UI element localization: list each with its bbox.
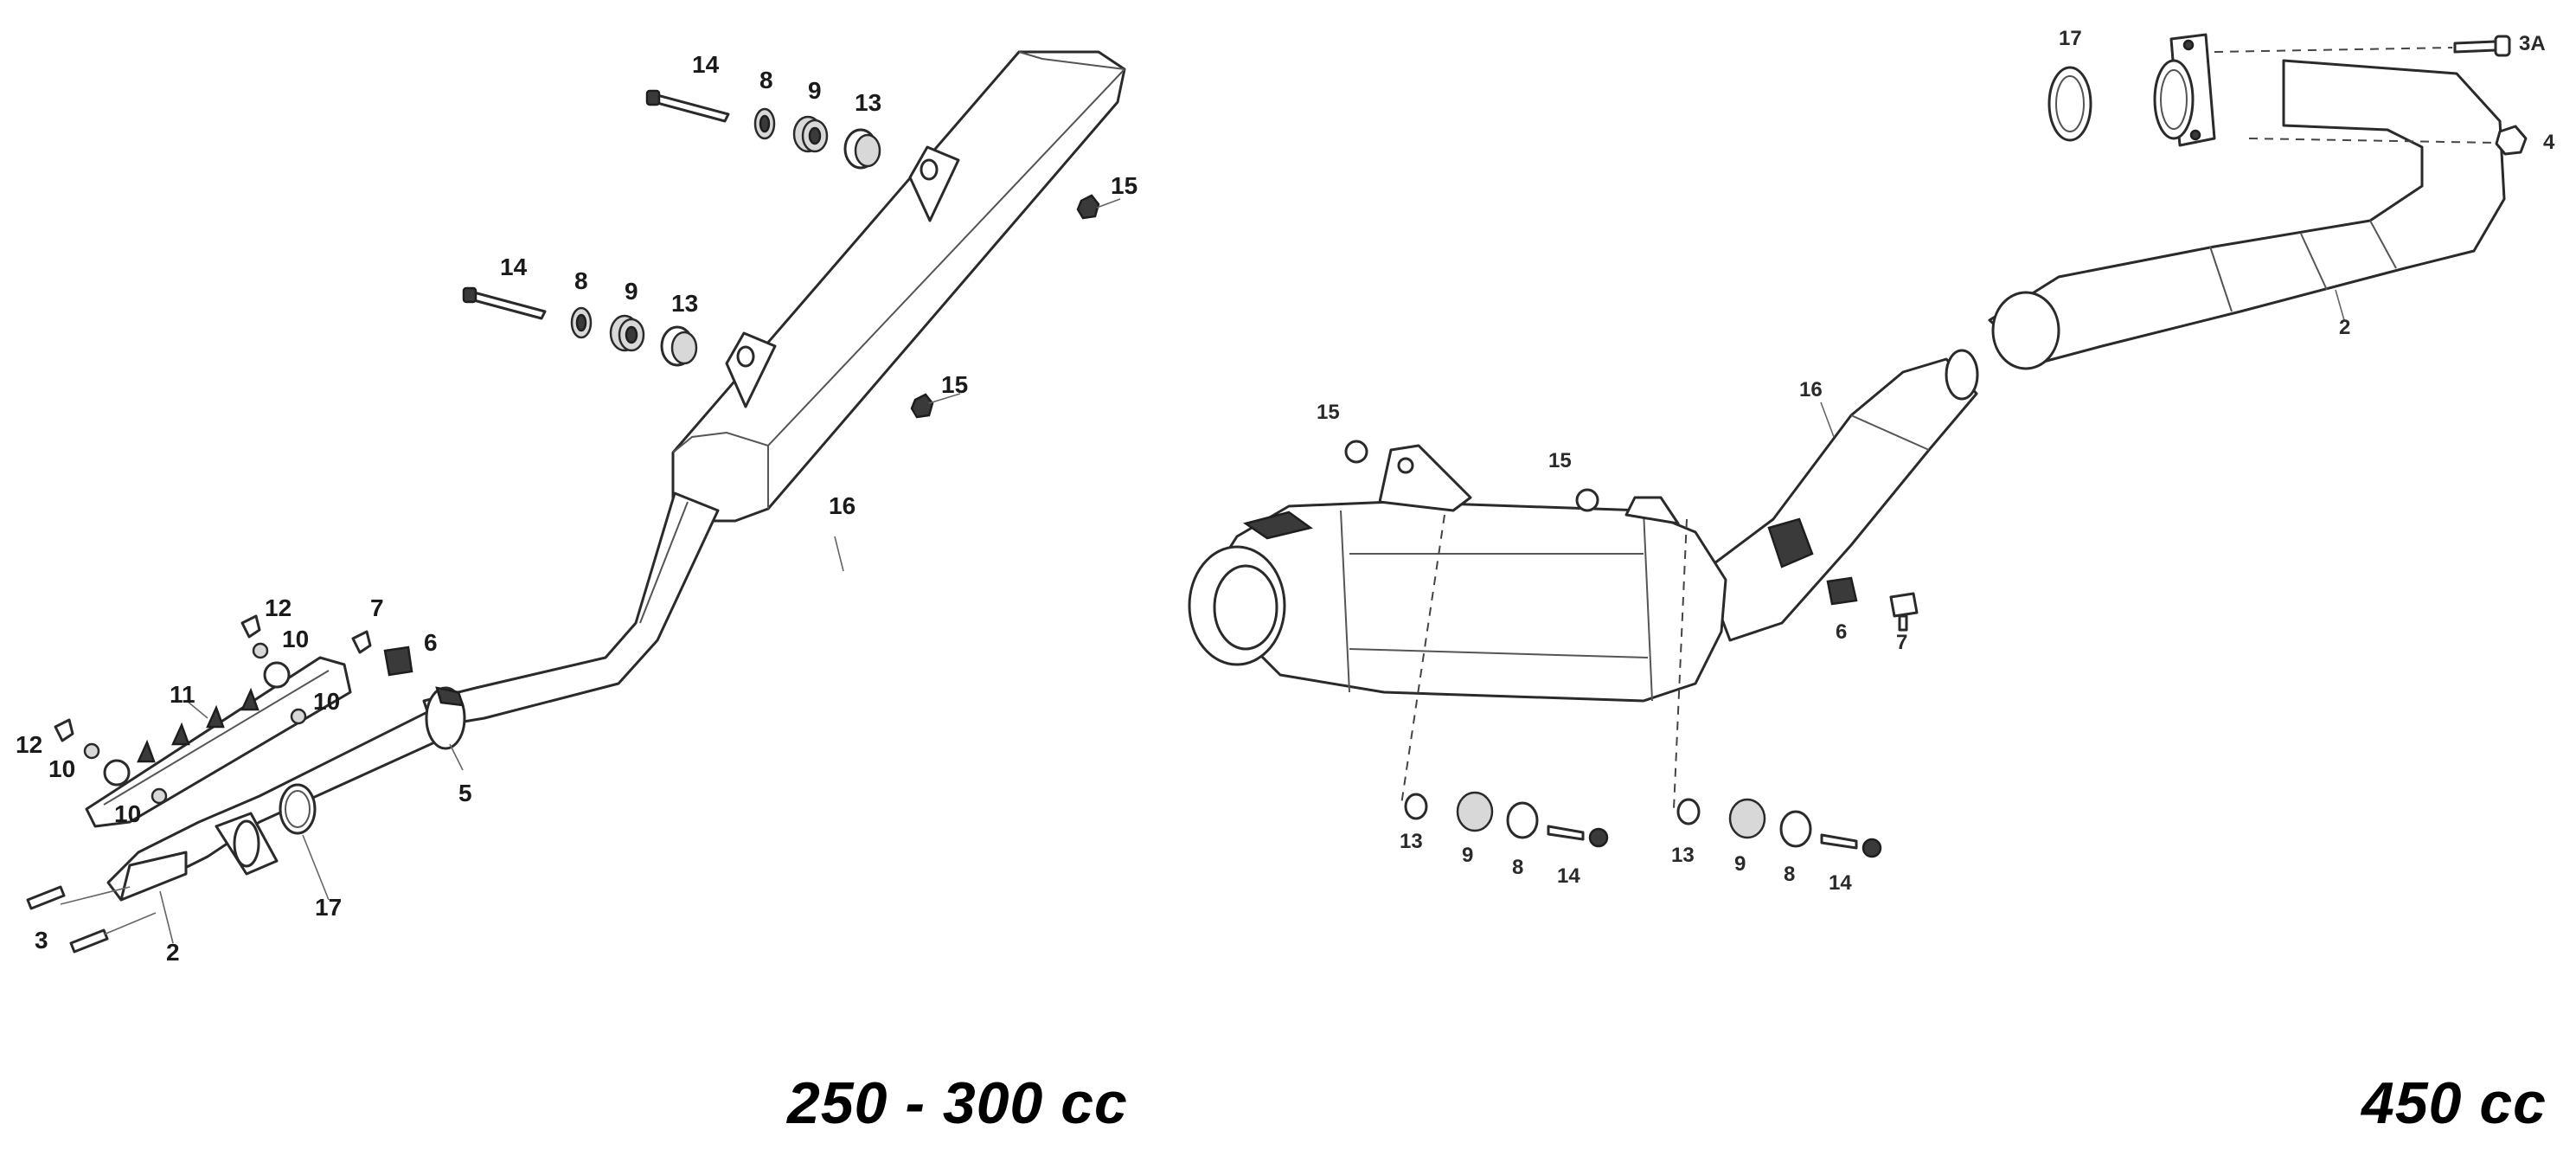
- model-label-450: 450 cc: [2361, 1070, 2547, 1136]
- left-spacer-13-upper: [843, 128, 881, 170]
- right-muffler: [1188, 444, 1727, 703]
- callout-15: 15: [1111, 172, 1137, 199]
- left-washer-10-c: [290, 708, 307, 725]
- left-washer-10-a: [252, 642, 269, 659]
- left-bolt-14-lower: [462, 286, 547, 320]
- right-nut-4: [2495, 125, 2528, 156]
- left-screw-12-lower: [54, 718, 74, 742]
- left-washer-10-b: [83, 742, 100, 760]
- callout-17: 17: [315, 894, 342, 921]
- callout-17: 17: [2059, 27, 2082, 50]
- left-washer-10-d: [151, 787, 168, 805]
- callout-6: 6: [424, 629, 438, 656]
- left-link-pipe: [422, 491, 720, 729]
- right-nut-15-b: [1575, 488, 1599, 512]
- callout-3A: 3A: [2519, 32, 2546, 55]
- left-clip-6: [383, 645, 413, 677]
- left-bolt-14-upper: [645, 89, 730, 123]
- left-nut-15-upper: [1076, 194, 1100, 220]
- callout-16: 16: [1799, 378, 1823, 401]
- left-spacer-13-lower: [660, 325, 698, 367]
- model-label-250-300: 250 - 300 cc: [787, 1070, 1128, 1136]
- right-clip-6: [1826, 576, 1858, 606]
- left-grommet-9-upper: [792, 115, 829, 153]
- left-heat-shield: [85, 656, 352, 828]
- callout-15: 15: [1317, 401, 1340, 424]
- callout-9: 9: [1462, 844, 1473, 867]
- callout-6: 6: [1836, 620, 1847, 644]
- callout-13: 13: [671, 290, 698, 317]
- right-link-pipe: [1702, 349, 1979, 642]
- callout-8: 8: [1512, 856, 1523, 879]
- callout-13: 13: [1671, 844, 1695, 867]
- callout-14: 14: [1557, 864, 1580, 888]
- callout-9: 9: [625, 278, 638, 305]
- right-mount-stack-a: [1404, 791, 1609, 848]
- callout-14: 14: [500, 254, 528, 280]
- callout-10: 10: [48, 755, 75, 782]
- callout-10: 10: [282, 626, 309, 652]
- left-header-pipe: [106, 686, 466, 902]
- callout-9: 9: [1734, 852, 1746, 876]
- right-callouts: 17 3A 4 2 16 15 15 6 7 13 9 8 14 13 9 8 …: [1317, 27, 2555, 895]
- callout-2: 2: [166, 939, 180, 966]
- callout-10: 10: [114, 800, 141, 827]
- callout-5: 5: [458, 780, 472, 806]
- callout-7: 7: [370, 594, 384, 621]
- right-mount-stack-b: [1676, 798, 1882, 858]
- callout-16: 16: [829, 492, 855, 519]
- callout-2: 2: [2339, 316, 2350, 339]
- callout-15: 15: [941, 371, 968, 398]
- callout-9: 9: [808, 77, 822, 104]
- callout-4: 4: [2543, 131, 2555, 154]
- left-screw-7: [351, 630, 372, 654]
- right-header-pipe: [1988, 33, 2506, 370]
- callout-15: 15: [1548, 449, 1572, 472]
- callout-14: 14: [1829, 871, 1852, 895]
- right-nut-15-a: [1344, 440, 1368, 464]
- left-bolt-3-b: [69, 928, 109, 954]
- right-bolt-3A: [2453, 40, 2497, 54]
- left-grommet-9-lower: [609, 314, 645, 352]
- callout-13: 13: [855, 89, 881, 116]
- left-callouts: 14 8 9 13 15 14 8 9 13 15 16 12 10 7 6 1…: [16, 51, 1137, 966]
- left-bolt-3-a: [26, 885, 66, 910]
- callout-10: 10: [313, 688, 340, 715]
- callout-12: 12: [265, 594, 292, 621]
- callout-7: 7: [1896, 631, 1907, 654]
- callout-8: 8: [759, 67, 773, 93]
- left-silencer: [671, 50, 1126, 523]
- callout-12: 12: [16, 731, 42, 758]
- right-screw-7: [1889, 592, 1919, 618]
- right-assembly: [1188, 33, 2528, 858]
- left-assembly: [26, 50, 1126, 954]
- callout-8: 8: [574, 267, 588, 294]
- callout-14: 14: [692, 51, 720, 78]
- callout-8: 8: [1784, 863, 1795, 886]
- left-nut-15-lower: [910, 393, 934, 419]
- callout-3: 3: [35, 927, 48, 954]
- callout-11: 11: [170, 681, 195, 708]
- callout-13: 13: [1400, 830, 1423, 853]
- left-screw-12-upper: [240, 614, 261, 639]
